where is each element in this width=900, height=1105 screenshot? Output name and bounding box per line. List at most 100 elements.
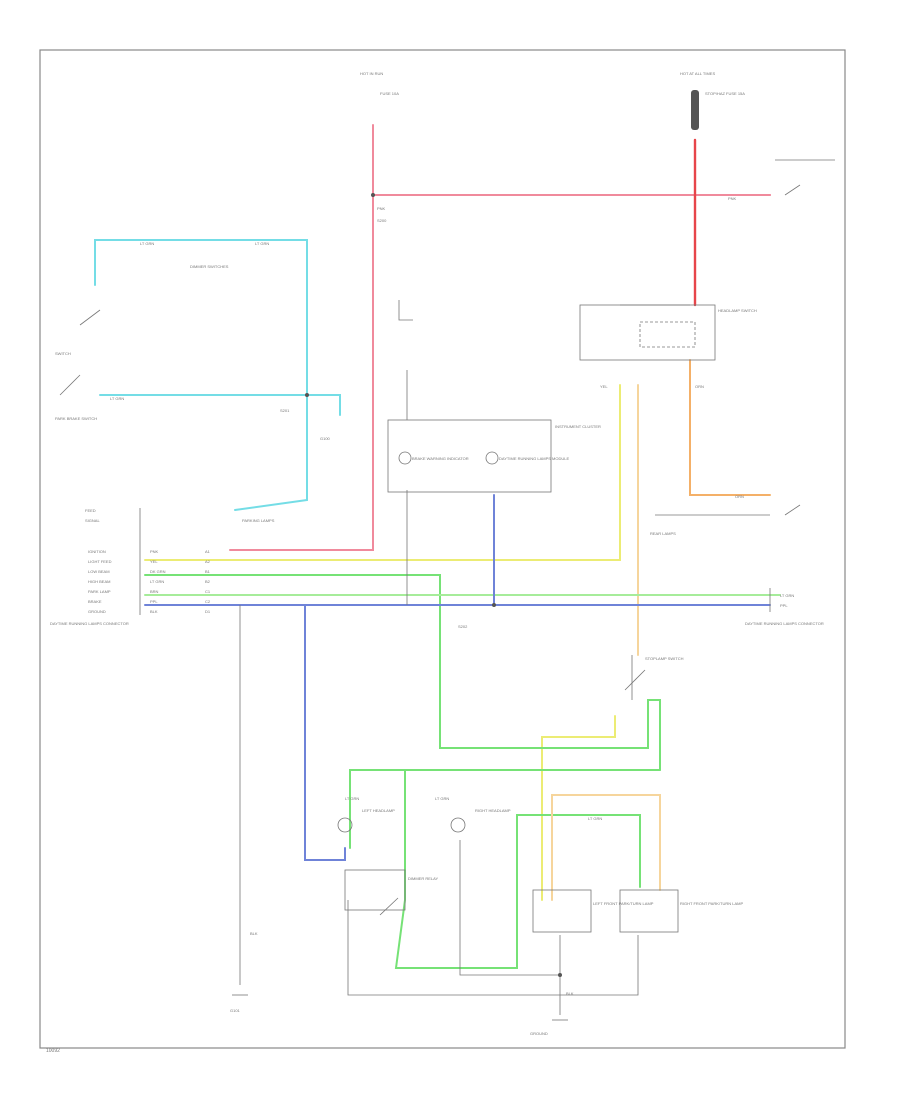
label-wire-orn: ORN [695,384,704,389]
fuse-element [691,90,699,130]
headlamp-switch-inner [639,321,696,348]
pin-b1: B1 [205,569,211,574]
label-dimmer: DIMMER SWITCHES [190,264,229,269]
row-low-beam: LOW BEAM [88,569,110,574]
label-wire-pnk-right: PNK [728,196,737,201]
label-left-lamp: LEFT HEADLAMP [362,808,395,813]
wire-label-gray-ground: BLK [250,931,258,936]
label-ground: GROUND [530,1031,548,1036]
top-switch-arm [784,184,801,196]
wire-label-brn: BRN [150,589,159,594]
wire-label-cyan-top: LT GRN [140,241,154,246]
wire-label-green-lower: LT GRN [588,816,602,821]
label-hot-run: HOT IN RUN [360,71,383,76]
row-brake: BRAKE [88,599,102,604]
rear-switch-arm [784,504,801,516]
label-fuse-run: FUSE 10A [380,91,399,96]
gray-wire-bottom [347,900,639,996]
splice-s203 [558,973,562,977]
label-dimmer-relay: DIMMER RELAY [408,876,438,881]
label-s201: S201 [280,408,290,413]
instrument-cluster-box [387,419,552,493]
pin-a1: A1 [205,549,211,554]
row-high-beam: HIGH BEAM [88,579,110,584]
label-g100: G100 [320,436,331,441]
cyan-wire-top [94,239,308,511]
splice-s200 [371,193,375,197]
wire-label-orange-right: ORN [735,494,744,499]
left-headlamp-bulb [337,817,353,833]
cyan-wire-brake [99,394,341,416]
green-wire-lower-right [569,814,641,888]
wire-label-left-head: LT GRN [345,796,359,801]
right-front-lamp-box [619,889,679,933]
label-brake-warn: BRAKE WARNING INDICATOR [412,456,469,461]
pin-c1: C1 [205,589,211,594]
orange-circuit [551,359,771,901]
label-s200: S200 [377,218,387,223]
page-label: 10092 [46,1048,60,1054]
pin-d1: D1 [205,609,211,614]
pink-wire-vertical [229,124,374,551]
dimmer-relay-box [344,869,406,911]
label-rear: REAR LAMPS [650,531,676,536]
yellow-wire-main [144,384,621,561]
headlamp-switch-box [579,304,716,361]
pink-circuit [229,124,771,551]
wire-label-blk: BLK [150,609,158,614]
label-stoplamp-sw: STOPLAMP SWITCH [645,656,684,661]
orange-wire-lower [551,794,661,901]
wire-label-right-head: LT GRN [435,796,449,801]
label-park-brake: PARK BRAKE SWITCH [55,416,97,421]
label-hot-at-all: HOT AT ALL TIMES [680,71,715,76]
label-daytime-run: DAYTIME RUNNING LAMPS MODULE [499,456,569,461]
pin-c2: C2 [205,599,211,604]
label-switch: SWITCH [55,351,71,356]
label-park-lamp: PARKING LAMPS [242,518,275,523]
green-wire-main [144,574,661,771]
wire-label-green-right: LT GRN [780,593,794,598]
label-cluster: INSTRUMENT CLUSTER [555,424,601,429]
label-g101: G101 [230,1008,241,1013]
splice-s201 [305,393,309,397]
gray-wire-right-head [459,840,561,976]
label-right-lamp: RIGHT HEADLAMP [475,808,511,813]
yellow-circuit [144,384,621,901]
stoplamp-switch-arm [624,669,646,691]
park-brake-switch-arm [59,374,81,396]
wire-label-yel: YEL [150,559,158,564]
wire-label-gray-bottom: BLK [566,991,574,996]
row-light-feed: LIGHT FEED [88,559,112,564]
gray-circuit [239,159,835,1015]
splice-s202 [492,603,496,607]
wire-label-yel-switch: YEL [600,384,608,389]
wire-label-ppl: PPL [150,599,158,604]
green-circuit [144,574,781,969]
wire-label-dk-grn: DK GRN [150,569,166,574]
wire-label-lt-grn: LT GRN [150,579,164,584]
daytime-running-bulb [485,451,499,465]
green-wire-left-head [349,769,405,849]
wire-label-pnk: PNK [150,549,159,554]
label-daytime-conn-left: DAYTIME RUNNING LAMPS CONNECTOR [50,621,129,626]
brake-warning-bulb [398,451,412,465]
pin-a2: A2 [205,559,211,564]
switch-arm [79,309,101,326]
wire-label-blue-right: PPL [780,603,788,608]
label-wire-pnk: PNK [377,206,386,211]
wire-label-cyan-brake: LT GRN [110,396,124,401]
right-headlamp-bulb [450,817,466,833]
ground-symbol-top [398,300,413,321]
left-front-lamp-box [532,889,592,933]
label-fuse-stop: STOP/HAZ FUSE 15A [705,91,745,96]
label-signal: SIGNAL [85,518,100,523]
blue-wire-left [304,604,346,861]
label-right-front: RIGHT FRONT PARK/TURN LAMP [680,901,743,906]
relay-switch-arm [379,897,399,916]
row-park-lamp: PARK LAMP [88,589,111,594]
blue-circuit [144,494,771,861]
label-s202: S202 [458,624,468,629]
wire-label-cyan-right: LT GRN [255,241,269,246]
cyan-circuit [94,239,341,511]
